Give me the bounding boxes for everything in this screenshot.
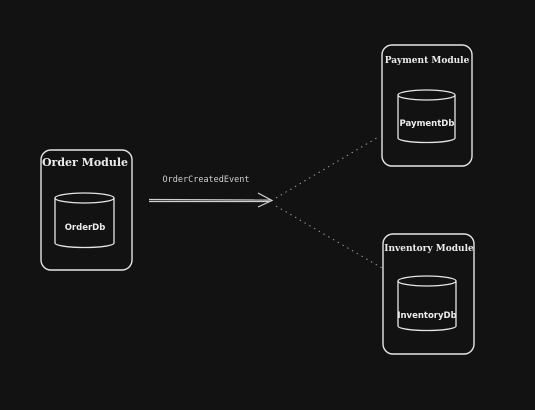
arrowhead-icon — [257, 192, 274, 208]
event-label: OrderCreatedEvent — [163, 175, 250, 185]
order-module-title: Order Module — [42, 156, 128, 169]
payment-db-label: PaymentDb — [400, 119, 455, 129]
payment-module[interactable]: Payment Module PaymentDb — [381, 44, 473, 167]
payment-module-title: Payment Module — [385, 56, 470, 66]
order-module-box — [40, 149, 133, 271]
event-arrow[interactable] — [148, 192, 274, 208]
inventory-db-label: InventoryDb — [397, 311, 456, 321]
inventory-db-cylinder-icon — [397, 275, 457, 332]
inventory-module-title: Inventory Module — [384, 244, 474, 254]
payment-db-cylinder-icon — [397, 89, 456, 144]
order-module[interactable]: Order Module OrderDb — [40, 149, 133, 271]
order-db-cylinder-icon — [54, 192, 115, 249]
inventory-module[interactable]: Inventory Module InventoryDb — [382, 233, 475, 355]
connector-to-payment — [275, 135, 381, 199]
payment-module-box — [381, 44, 473, 167]
inventory-module-box — [382, 233, 475, 355]
order-db-label: OrderDb — [65, 223, 106, 233]
connector-to-inventory — [275, 205, 383, 269]
